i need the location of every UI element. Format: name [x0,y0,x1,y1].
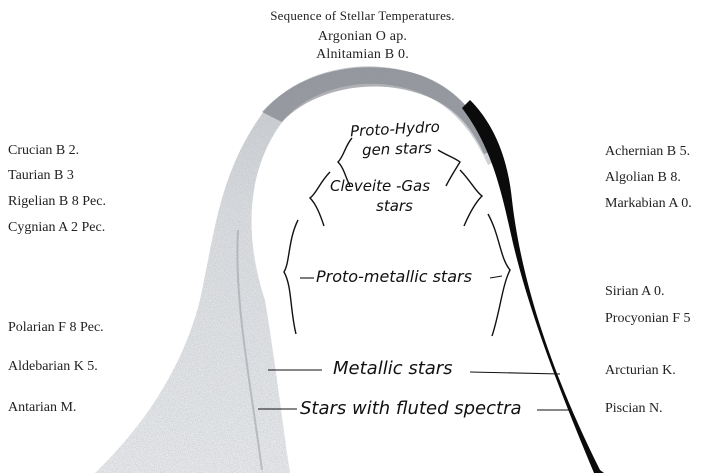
arch-label-cleveite-1: Cleveite -Gas [330,177,430,195]
left-label-crucian: Crucian B 2. [8,143,79,159]
right-label-piscian: Piscian N. [605,401,663,417]
right-label-sirian: Sirian A 0. [605,284,665,300]
brace-cleveite-right [460,170,482,226]
left-label-rigelian: Rigelian B 8 Pec. [8,194,106,210]
brace-proto-metallic-right [488,214,510,336]
arch-label-proto-metallic: Proto-metallic stars [316,267,472,286]
arch-label-fluted: Stars with fluted spectra [300,398,522,419]
right-label-procyonian: Procyonian F 5 [605,311,691,327]
right-label-arcturian: Arcturian K. [605,363,676,379]
brace-cleveite-left [310,172,330,226]
leader-metallic-right [470,372,560,374]
arch-label-proto-hydrogen-2: gen stars [362,139,432,159]
left-label-aldebarian: Aldebarian K 5. [8,359,98,375]
top-label-argonian: Argonian O ap. [0,29,725,45]
right-label-achernian: Achernian B 5. [605,144,690,160]
top-label-alnitamian: Alnitamian B 0. [0,47,725,63]
brace-proto-hydrogen-right [438,150,460,186]
left-label-taurian: Taurian B 3 [8,168,74,184]
diagram-title: Sequence of Stellar Temperatures. [0,8,725,24]
right-label-algolian: Algolian B 8. [605,170,681,186]
right-label-markabian: Markabian A 0. [605,196,692,212]
left-label-antarian: Antarian M. [8,400,76,416]
left-label-cygnian: Cygnian A 2 Pec. [8,220,105,236]
left-label-polarian: Polarian F 8 Pec. [8,320,104,336]
arch-label-cleveite-2: stars [376,197,413,215]
brace-proto-metallic-left [284,220,298,334]
arch-label-metallic: Metallic stars [333,358,453,379]
leader-proto-metallic-right [490,276,502,278]
